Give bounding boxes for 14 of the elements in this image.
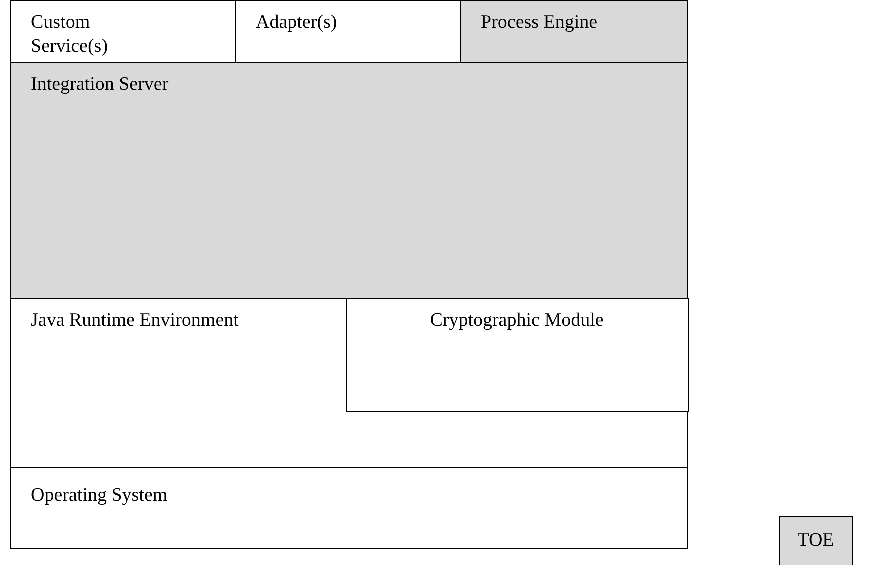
layer-box [10, 0, 236, 63]
layer-label: Java Runtime Environment [31, 309, 240, 333]
legend-key: TOE [779, 516, 853, 565]
layer-label: Process Engine [481, 11, 599, 35]
layer-box [10, 62, 688, 299]
layer-box [10, 467, 688, 549]
layer-box [460, 0, 688, 63]
layer-label: Integration Server [31, 73, 170, 97]
layer-box [10, 298, 688, 468]
layer-label: Cryptographic Module [429, 309, 605, 333]
layer-box [346, 298, 689, 412]
layer-label: Operating System [31, 484, 169, 508]
layer-label: Adapter(s) [256, 11, 338, 35]
layer-label: Custom Service(s) [31, 11, 110, 59]
